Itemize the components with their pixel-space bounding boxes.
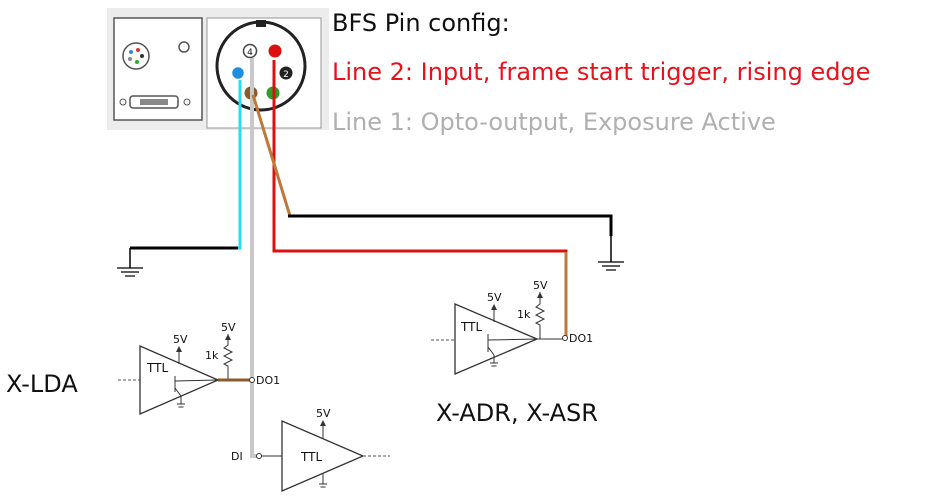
buffer-triangle-right bbox=[454, 303, 539, 375]
label-x-lda: X-LDA bbox=[6, 370, 78, 398]
pin-blue-icon bbox=[230, 65, 246, 81]
gpio-connector: 4 2 bbox=[206, 17, 322, 129]
resistor-label-left: 1k bbox=[205, 349, 219, 362]
ttl-input: DI TTL 5V bbox=[231, 407, 390, 492]
label-x-adr-asr: X-ADR, X-ASR bbox=[436, 399, 598, 427]
pullup-supply-left: 5V bbox=[221, 321, 236, 334]
pin-label-right: 2 bbox=[283, 70, 289, 80]
supply-label-right: 5V bbox=[487, 291, 502, 304]
ttl-output-right: TTL 5V 5V 1k DO1 bbox=[431, 279, 593, 375]
config-line1: Line 1: Opto-output, Exposure Active bbox=[332, 108, 776, 136]
pin-label-top: 4 bbox=[247, 48, 253, 58]
config-line2: Line 2: Input, frame start trigger, risi… bbox=[332, 58, 870, 86]
wire-black-right bbox=[288, 214, 613, 236]
ttl-label-right: TTL bbox=[460, 320, 482, 334]
buffer-triangle-input bbox=[281, 420, 365, 492]
ttl-label-left: TTL bbox=[146, 361, 168, 375]
resistor-label-right: 1k bbox=[517, 308, 531, 321]
supply-label-left: 5V bbox=[173, 333, 188, 346]
ground-left-icon bbox=[117, 267, 143, 277]
supply-label-input: 5V bbox=[316, 407, 331, 420]
output-label-left: DO1 bbox=[256, 374, 280, 387]
resistor-right-icon bbox=[534, 301, 546, 339]
pin-4-icon bbox=[242, 43, 258, 59]
led-icon bbox=[178, 41, 190, 53]
resistor-left-icon bbox=[222, 342, 234, 380]
wires bbox=[129, 58, 613, 458]
pin-2-icon bbox=[279, 66, 293, 80]
ground-right-icon bbox=[598, 261, 624, 271]
pin-red-icon bbox=[268, 44, 282, 58]
pullup-supply-right: 5V bbox=[533, 279, 548, 292]
wire-gray bbox=[250, 58, 257, 458]
ttl-output-left: TTL 5V 5V 1k DO1 bbox=[118, 321, 280, 415]
input-label: DI bbox=[231, 450, 243, 463]
ttl-label-input: TTL bbox=[300, 450, 322, 464]
connector-ring bbox=[215, 20, 307, 112]
wire-brown-diagonal bbox=[251, 94, 292, 217]
output-label-right: DO1 bbox=[569, 332, 593, 345]
gpio-port-icon bbox=[122, 42, 150, 70]
config-title: BFS Pin config: bbox=[332, 9, 510, 37]
